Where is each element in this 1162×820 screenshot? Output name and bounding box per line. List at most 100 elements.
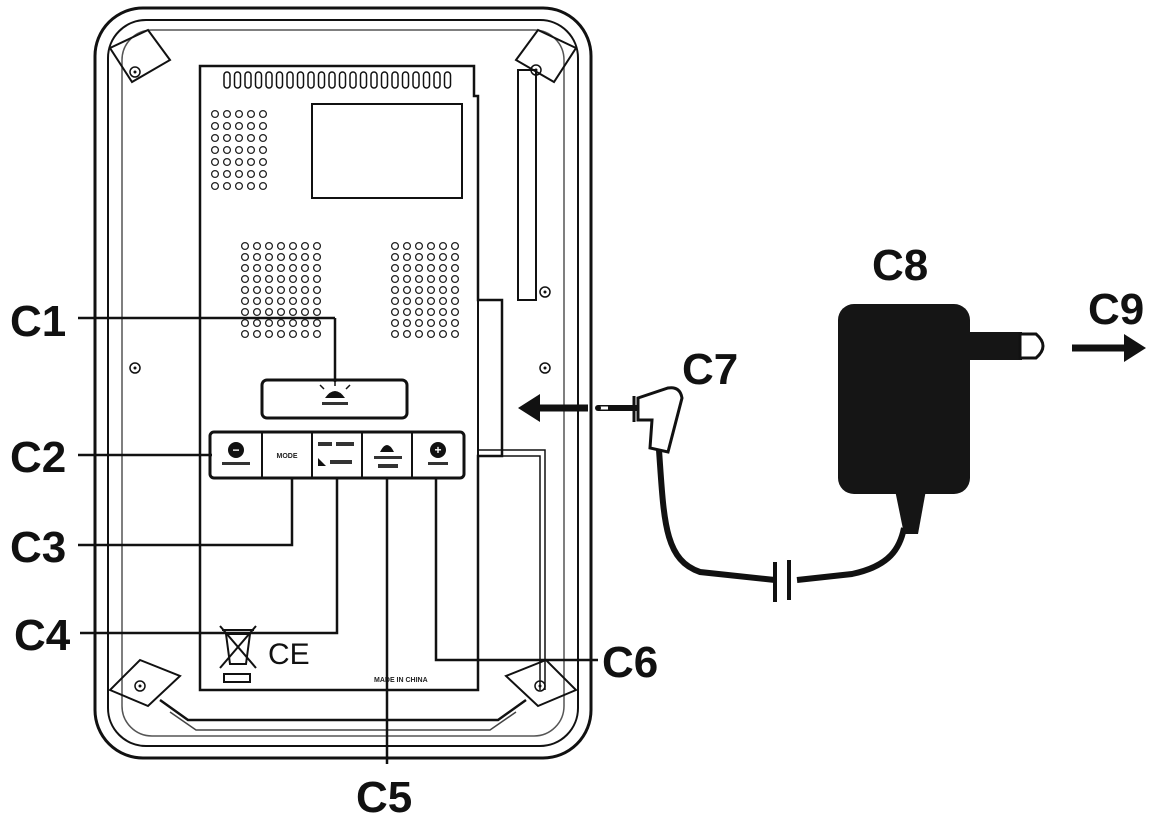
alarm-on-off-button[interactable] xyxy=(374,445,402,468)
arrow-icon xyxy=(1072,334,1146,362)
grille-hole xyxy=(390,307,400,317)
grille-hole xyxy=(258,121,268,131)
grille-hole xyxy=(246,169,256,179)
grille-hole xyxy=(450,241,460,251)
label-c9: C9 xyxy=(1088,285,1144,334)
grille-hole xyxy=(438,329,448,339)
grille-hole xyxy=(222,121,232,131)
minus-button[interactable]: − xyxy=(222,442,250,465)
speaker-grille-center-right xyxy=(390,241,460,339)
grille-hole xyxy=(300,318,310,328)
grille-hole xyxy=(402,307,412,317)
grille-hole xyxy=(246,121,256,131)
grille-hole xyxy=(246,157,256,167)
grille-hole xyxy=(402,252,412,262)
grille-hole xyxy=(258,181,268,191)
grille-hole xyxy=(414,329,424,339)
svg-text:MODE: MODE xyxy=(277,453,298,460)
power-cable xyxy=(796,527,907,583)
grille-hole xyxy=(234,181,244,191)
grille-hole xyxy=(300,296,310,306)
grille-hole xyxy=(210,133,220,143)
grille-hole xyxy=(252,307,262,317)
grille-hole xyxy=(438,241,448,251)
grille-hole xyxy=(276,285,286,295)
grille-hole xyxy=(450,329,460,339)
grille-hole xyxy=(276,252,286,262)
mode-button[interactable]: MODE xyxy=(277,453,298,460)
grille-hole xyxy=(450,296,460,306)
grille-hole xyxy=(390,274,400,284)
grille-hole xyxy=(300,307,310,317)
snooze-light-button[interactable] xyxy=(260,378,409,420)
grille-hole xyxy=(414,241,424,251)
grille-hole xyxy=(222,109,232,119)
vent-slot xyxy=(286,71,294,89)
arrow-icon xyxy=(518,394,588,422)
snooze-light-icon xyxy=(319,380,351,405)
grille-hole xyxy=(288,263,298,273)
vent-slot xyxy=(296,71,305,89)
grille-hole xyxy=(222,133,232,143)
grille-hole xyxy=(390,285,400,295)
display-window xyxy=(311,103,463,199)
vent-slot xyxy=(349,71,357,89)
vent-slot xyxy=(328,71,336,89)
grille-hole xyxy=(402,241,412,251)
vent-slot xyxy=(244,71,252,89)
grille-hole xyxy=(276,263,286,273)
grille-hole xyxy=(450,307,460,317)
grille-hole xyxy=(276,307,286,317)
grille-hole xyxy=(264,252,274,262)
grille-hole xyxy=(276,296,286,306)
vent-slot xyxy=(443,71,452,89)
grille-hole xyxy=(414,285,424,295)
grille-hole xyxy=(252,274,262,284)
grille-hole xyxy=(390,241,400,251)
grille-hole xyxy=(210,145,220,155)
grille-hole xyxy=(264,307,274,317)
grille-hole xyxy=(438,296,448,306)
grille-hole xyxy=(234,121,244,131)
dc-plug xyxy=(595,386,684,454)
grille-hole xyxy=(288,241,298,251)
plus-button[interactable]: + xyxy=(428,442,448,465)
grille-hole xyxy=(240,252,250,262)
grille-hole xyxy=(450,252,460,262)
grille-hole xyxy=(312,296,322,306)
grille-hole xyxy=(264,263,274,273)
grille-hole xyxy=(246,109,256,119)
grille-hole xyxy=(240,241,250,251)
grille-hole xyxy=(450,285,460,295)
vent-slot xyxy=(433,71,441,89)
grille-hole xyxy=(426,329,436,339)
grille-hole xyxy=(210,169,220,179)
vent-slot xyxy=(391,71,399,89)
grille-hole xyxy=(426,241,436,251)
grille-hole xyxy=(210,121,220,131)
grille-hole xyxy=(300,274,310,284)
grille-hole xyxy=(264,329,274,339)
grille-hole xyxy=(450,274,460,284)
back-panel xyxy=(198,64,546,692)
grille-hole xyxy=(438,274,448,284)
grille-hole xyxy=(210,109,220,119)
grille-hole xyxy=(312,318,322,328)
vent-slot xyxy=(275,71,284,89)
vent-slot xyxy=(412,71,420,89)
label-c8: C8 xyxy=(872,241,928,290)
vent-slot xyxy=(338,71,347,89)
grille-hole xyxy=(450,263,460,273)
leader-c6 xyxy=(434,478,598,662)
time-alarm-button[interactable] xyxy=(318,442,354,466)
grille-hole xyxy=(252,318,262,328)
grille-hole xyxy=(252,296,262,306)
grille-hole xyxy=(276,241,286,251)
vent-slot xyxy=(317,71,326,89)
grille-hole xyxy=(300,263,310,273)
grille-hole xyxy=(300,285,310,295)
top-vent-slots xyxy=(223,71,452,89)
grille-hole xyxy=(252,241,262,251)
grille-hole xyxy=(234,133,244,143)
